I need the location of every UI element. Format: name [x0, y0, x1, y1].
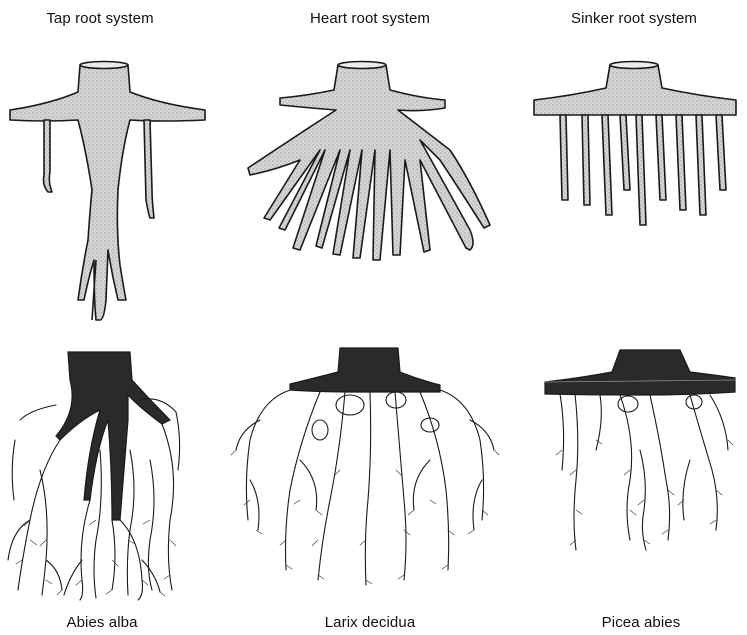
picea-abies-drawing [545, 350, 735, 550]
heart-root-diagram [248, 62, 490, 261]
abies-alba-drawing [8, 352, 180, 600]
sinker-root-diagram [534, 62, 736, 226]
tap-root-diagram [10, 62, 205, 321]
larix-decidua-drawing [231, 348, 499, 585]
